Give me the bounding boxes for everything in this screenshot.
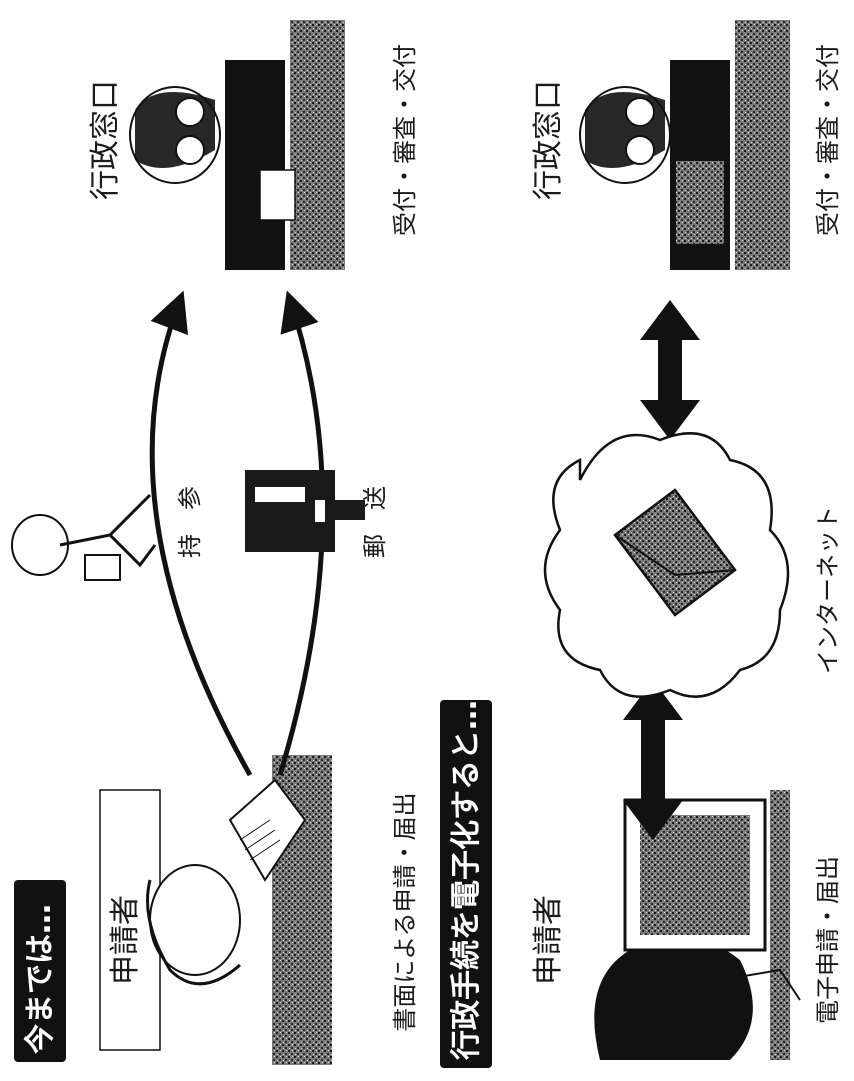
bottom-header-badge: 行政手続を電子化すると… xyxy=(440,700,492,1068)
mail-label: 郵送 xyxy=(361,462,389,558)
applicant-with-computer-illustration xyxy=(594,790,801,1060)
mailbox-icon xyxy=(245,470,365,552)
bottom-header-text: 行政手続を電子化すると… xyxy=(449,700,484,1061)
bottom-office-label: 行政窓口 xyxy=(531,80,566,200)
top-office-clerk-illustration xyxy=(129,20,345,270)
bottom-method-caption: 電子申請・届出 xyxy=(814,856,842,1024)
top-header-badge: 今までは… xyxy=(14,880,66,1062)
top-applicant-label: 申請者 xyxy=(108,895,143,985)
bottom-office-clerk-illustration xyxy=(579,20,790,270)
internet-cloud-icon xyxy=(543,432,790,698)
network-label: インターネット xyxy=(814,506,842,674)
carry-label: 持参 xyxy=(176,462,204,558)
bottom-applicant-label: 申請者 xyxy=(531,895,566,985)
top-arc-upper xyxy=(149,290,253,777)
bottom-office-caption: 受付・審査・交付 xyxy=(814,44,842,236)
applicant-with-paper-illustration xyxy=(99,755,332,1065)
walking-person-illustration xyxy=(11,493,157,581)
left-double-arrow xyxy=(623,680,683,840)
right-double-arrow xyxy=(640,300,700,440)
top-method-caption: 書面による申請・届出 xyxy=(391,792,419,1031)
top-office-caption: 受付・審査・交付 xyxy=(391,44,419,236)
top-header-text: 今までは… xyxy=(23,904,58,1054)
top-office-label: 行政窓口 xyxy=(88,80,123,200)
